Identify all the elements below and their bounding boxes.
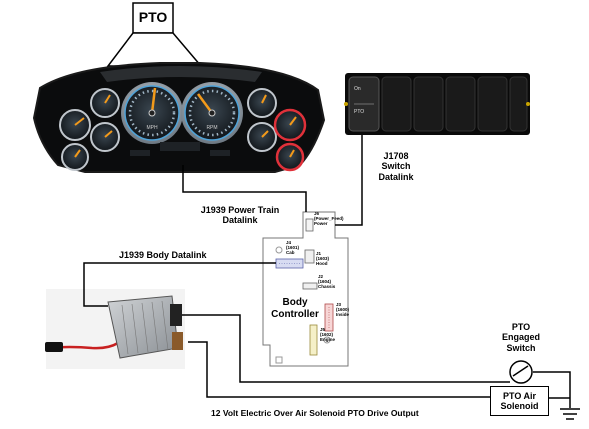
gauge-small-left-1 [60,110,90,140]
gauge-small-right-3 [275,110,305,140]
switch-panel [344,73,530,135]
body-controller-title: Body Controller [266,297,324,320]
gauge-small-right-4 [277,144,303,170]
switch-pto-label: PTO [354,110,364,116]
pto-engaged-switch-label: PTO Engaged Switch [494,322,548,353]
connector-j4-label: J4 (1601) Cab [286,240,299,256]
connector-j6-label: J6 (Power_Feed) Power [314,211,344,227]
pto-engaged-switch [510,361,532,383]
j1939-body-label: J1939 Body Datalink [119,250,207,260]
pto-air-solenoid-box: PTO Air Solenoid [490,386,549,416]
gauge-small-left-2 [91,89,119,117]
tachometer-gauge [181,82,243,144]
speedometer-caption: MPH [140,126,164,132]
pto-callout-label: PTO [133,9,173,25]
gauge-small-right-1 [248,89,276,117]
connector-j2-label: J2 (1604) Chassis [318,274,335,290]
pto-module-photo [45,289,185,369]
gauge-small-left-3 [91,123,119,151]
switch-on-label: On [354,87,361,93]
drive-output-label: 12 Volt Electric Over Air Solenoid PTO D… [211,409,419,419]
gauge-small-right-2 [248,123,276,151]
connector-j5-label: J5 (1602) Engine [320,327,335,343]
ground-symbol [560,409,580,419]
j1939-power-train-label: J1939 Power Train Datalink [189,205,291,226]
gauge-small-left-4 [62,144,88,170]
connector-j1-label: J1 (1603) Hood [316,251,329,267]
pto-air-solenoid-label: PTO Air Solenoid [501,391,539,412]
connector-j3-label: J3 (1600) Inside [336,302,349,318]
speedometer-gauge [121,82,183,144]
j1708-label: J1708 Switch Datalink [368,151,424,182]
tachometer-caption: RPM [200,126,224,132]
instrument-cluster [34,63,324,172]
